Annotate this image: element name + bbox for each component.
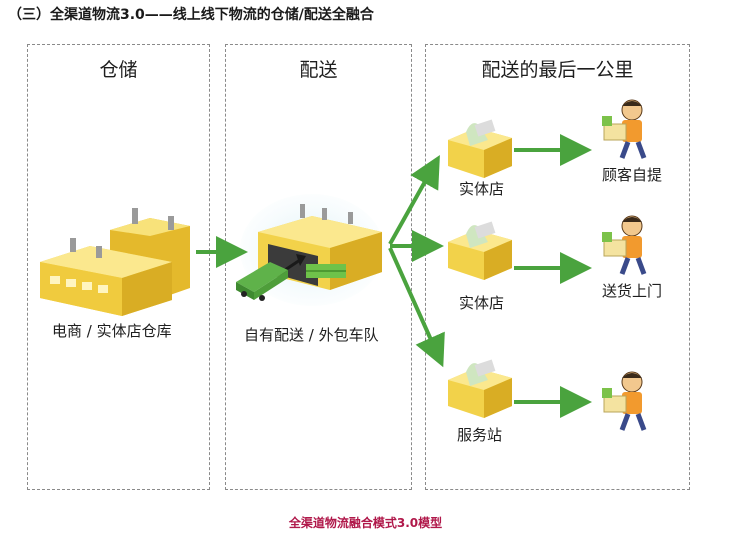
courier-icon-2 (602, 215, 647, 275)
panel-storage: 仓储 (27, 44, 210, 490)
store-icon-1 (448, 119, 512, 178)
panel-last-mile: 配送的最后一公里 (425, 44, 690, 490)
outcome-label-2: 送货上门 (602, 282, 663, 300)
panel-title-storage: 仓储 (99, 59, 138, 81)
node-label-1: 实体店 (459, 180, 505, 198)
store-icon-2 (448, 221, 512, 280)
flow-arrows (196, 134, 592, 418)
outcome-label-1: 顾客自提 (602, 166, 663, 184)
panel-title-delivery: 配送 (299, 59, 338, 81)
service-station-icon (448, 359, 512, 418)
courier-icon-3 (602, 371, 647, 431)
node-label-3: 服务站 (457, 426, 503, 444)
warehouse-complex-icon (40, 208, 190, 316)
diagram-caption: 全渠道物流融合模式3.0模型 (288, 516, 443, 530)
arrow-delivery-to-station (388, 247, 445, 368)
distribution-center-icon (236, 194, 384, 306)
diagram-heading: （三）全渠道物流3.0——线上线下物流的仓储/配送全融合 (8, 7, 374, 23)
node-label-2: 实体店 (459, 294, 505, 312)
panel-title-last-mile: 配送的最后一公里 (481, 59, 634, 81)
courier-icon-1 (602, 99, 647, 159)
arrow-delivery-to-store-1 (388, 155, 440, 245)
delivery-label: 自有配送 / 外包车队 (244, 326, 379, 344)
storage-label: 电商 / 实体店仓库 (52, 322, 172, 340)
